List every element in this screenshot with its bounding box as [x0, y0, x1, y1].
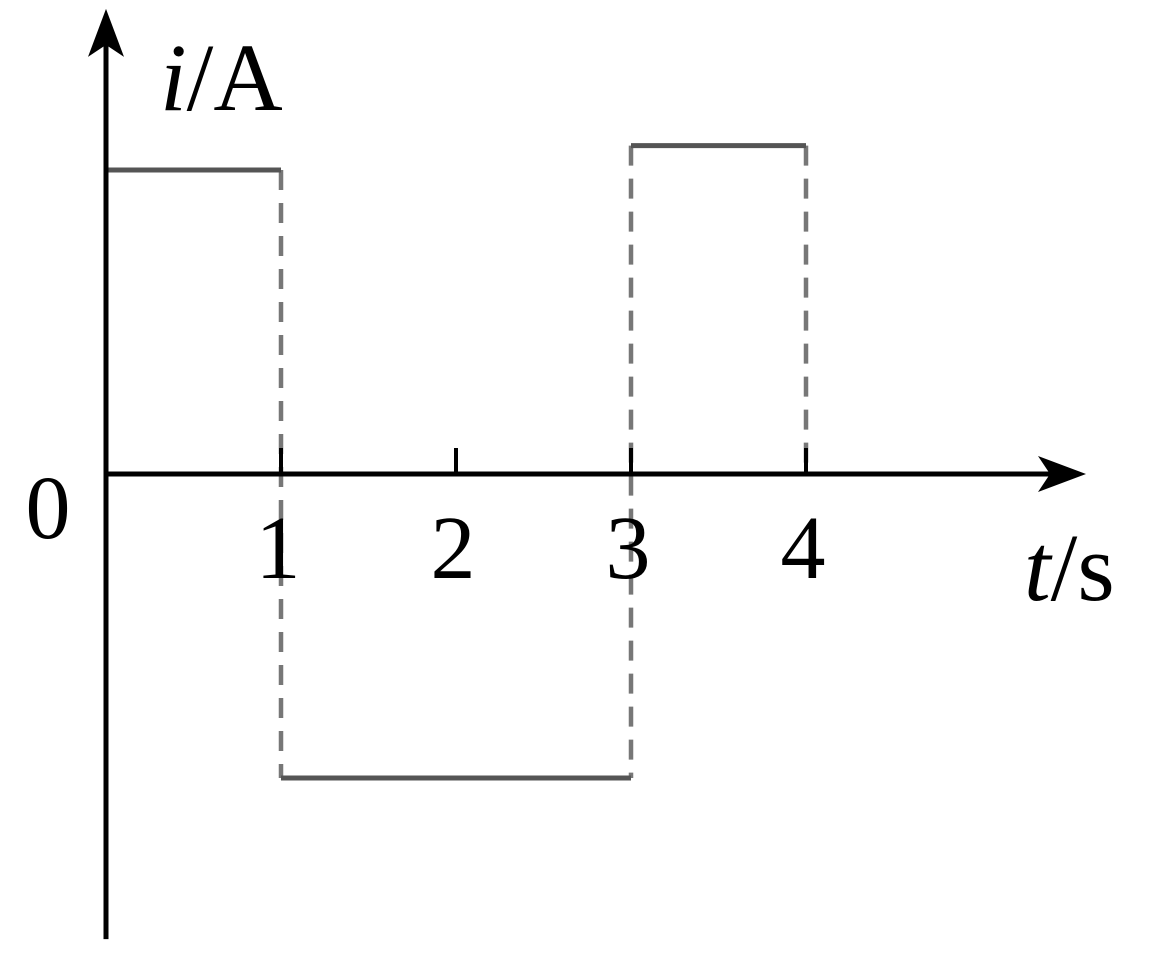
x-tick-label-1: 1: [256, 499, 301, 598]
x-tick-label-4: 4: [781, 499, 826, 598]
y-axis-arrow: [88, 8, 124, 57]
x-axis-unit: /s: [1051, 514, 1115, 621]
origin-label: 0: [26, 459, 71, 558]
x-axis-arrow: [1038, 456, 1086, 492]
x-tick-label-2: 2: [431, 499, 476, 598]
x-axis-variable: t: [1024, 514, 1053, 621]
axes: [88, 8, 1086, 940]
x-tick-label-3: 3: [606, 499, 651, 598]
dashed-guide-lines: [278, 145, 809, 778]
x-axis-ticks: [279, 448, 808, 474]
y-axis-title: i/A: [160, 24, 283, 131]
x-axis-title: t/s: [1024, 514, 1115, 621]
x-axis-tick-labels: 1 2 3 4: [256, 499, 826, 598]
y-axis-unit: /A: [187, 24, 283, 131]
current-waveform: [106, 143, 806, 781]
y-axis-variable: i: [160, 24, 187, 131]
